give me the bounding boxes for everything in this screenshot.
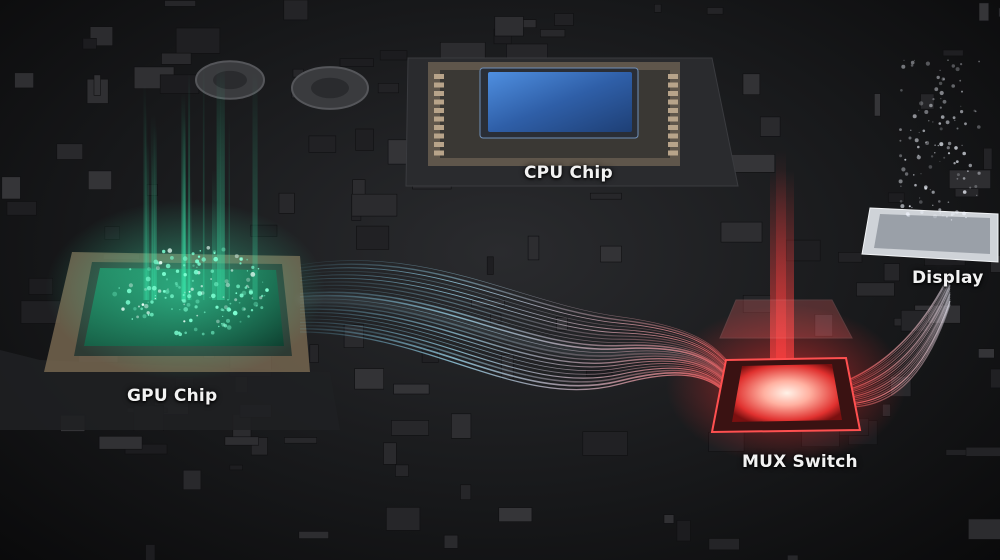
gpu-chip [0, 63, 340, 430]
mux-switch-label: MUX Switch [742, 452, 858, 472]
display-panel [861, 59, 999, 263]
mux-switch [666, 150, 906, 465]
cpu-chip [405, 57, 739, 187]
cpu-chip-label: CPU Chip [524, 163, 613, 183]
gpu-chip-label: GPU Chip [127, 386, 218, 406]
display-label: Display [912, 268, 984, 288]
